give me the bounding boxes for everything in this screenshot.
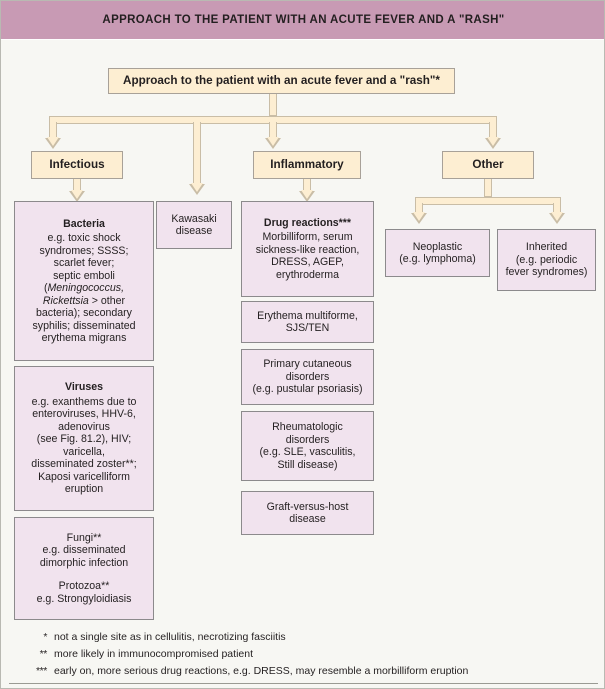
figure-title-bar: APPROACH TO THE PATIENT WITH AN ACUTE FE… — [1, 1, 604, 40]
figure-title: APPROACH TO THE PATIENT WITH AN ACUTE FE… — [102, 14, 505, 26]
root-box[interactable]: Approach to the patient with an acute fe… — [108, 68, 455, 94]
arrowhead-kawasaki — [189, 183, 205, 195]
detail-box-neoplastic[interactable]: Neoplastic (e.g. lymphoma) — [385, 229, 490, 277]
footnote-marker-1: * — [43, 631, 47, 643]
root-box-label: Approach to the patient with an acute fe… — [123, 74, 440, 88]
category-label-infectious: Infectious — [49, 158, 105, 172]
footnote-1: * not a single site as in cellulitis, ne… — [1, 629, 604, 646]
category-box-other[interactable]: Other — [442, 151, 534, 179]
arrowhead-neoplastic — [411, 212, 427, 224]
detail-body-erythema-multiforme: Erythema multiforme, SJS/TEN — [257, 309, 358, 335]
connector-drop-kawasaki — [193, 122, 201, 186]
detail-body-neoplastic: Neoplastic (e.g. lymphoma) — [399, 240, 476, 266]
detail-body-primary-cutaneous-disorders: Primary cutaneous disorders (e.g. pustul… — [252, 358, 363, 396]
detail-box-kawasaki[interactable]: Kawasaki disease — [156, 201, 232, 249]
detail-body-kawasaki: Kawasaki disease — [171, 212, 217, 238]
detail-body-drug-reactions: Morbilliform, serum sickness-like reacti… — [255, 231, 360, 281]
connector-other-stem — [484, 179, 492, 197]
arrowhead-other — [485, 137, 501, 149]
category-label-inflammatory: Inflammatory — [270, 158, 344, 172]
detail-box-primary-cutaneous-disorders[interactable]: Primary cutaneous disorders (e.g. pustul… — [241, 349, 374, 405]
footnote-marker-2: ** — [39, 648, 48, 660]
detail-body-graft-versus-host-disease: Graft-versus-host disease — [266, 500, 349, 526]
footnotes: * not a single site as in cellulitis, ne… — [1, 629, 604, 680]
detail-body-viruses: e.g. exanthems due to enteroviruses, HHV… — [31, 395, 137, 496]
detail-box-inherited[interactable]: Inherited (e.g. periodic fever syndromes… — [497, 229, 596, 291]
footnote-2: ** more likely in immunocompromised pati… — [1, 646, 604, 663]
connector-other-bus — [415, 197, 561, 205]
footnote-text-2: more likely in immunocompromised patient — [54, 648, 253, 660]
detail-box-rheumatologic-disorders[interactable]: Rheumatologic disorders (e.g. SLE, vascu… — [241, 411, 374, 481]
detail-body-inherited: Inherited (e.g. periodic fever syndromes… — [505, 241, 588, 279]
arrowhead-inflammatory — [265, 137, 281, 149]
category-box-inflammatory[interactable]: Inflammatory — [253, 151, 361, 179]
detail-box-graft-versus-host-disease[interactable]: Graft-versus-host disease — [241, 491, 374, 535]
arrowhead-drug-reactions — [299, 190, 315, 202]
detail-heading-drug-reactions: Drug reactions*** — [263, 216, 352, 229]
footnote-3: *** early on, more serious drug reaction… — [1, 663, 604, 680]
detail-box-viruses[interactable]: Viruses e.g. exanthems due to enteroviru… — [14, 366, 154, 511]
detail-heading-viruses: Viruses — [64, 381, 104, 394]
footnote-text-1: not a single site as in cellulitis, necr… — [54, 631, 286, 643]
category-label-other: Other — [472, 158, 504, 172]
detail-body-bacteria: e.g. toxic shock syndromes; SSSS; scarle… — [32, 232, 136, 344]
detail-heading-bacteria: Bacteria — [63, 217, 105, 230]
connector-root-stem — [269, 94, 277, 116]
footnote-divider — [9, 683, 598, 684]
footnote-text-3: early on, more serious drug reactions, e… — [54, 665, 469, 677]
detail-box-erythema-multiforme[interactable]: Erythema multiforme, SJS/TEN — [241, 301, 374, 343]
detail-box-drug-reactions[interactable]: Drug reactions*** Morbilliform, serum si… — [241, 201, 374, 297]
footnote-marker-3: *** — [35, 665, 47, 677]
detail-body-fungi-protozoa: Fungi** e.g. disseminated dimorphic infe… — [36, 531, 132, 605]
arrowhead-inherited — [549, 212, 565, 224]
arrowhead-bacteria — [69, 190, 85, 202]
detail-body-rheumatologic-disorders: Rheumatologic disorders (e.g. SLE, vascu… — [259, 421, 356, 471]
detail-box-fungi-protozoa[interactable]: Fungi** e.g. disseminated dimorphic infe… — [14, 517, 154, 620]
detail-box-bacteria[interactable]: Bacteria e.g. toxic shock syndromes; SSS… — [14, 201, 154, 361]
category-box-infectious[interactable]: Infectious — [31, 151, 123, 179]
spacer — [37, 569, 132, 580]
arrowhead-infectious — [45, 137, 61, 149]
